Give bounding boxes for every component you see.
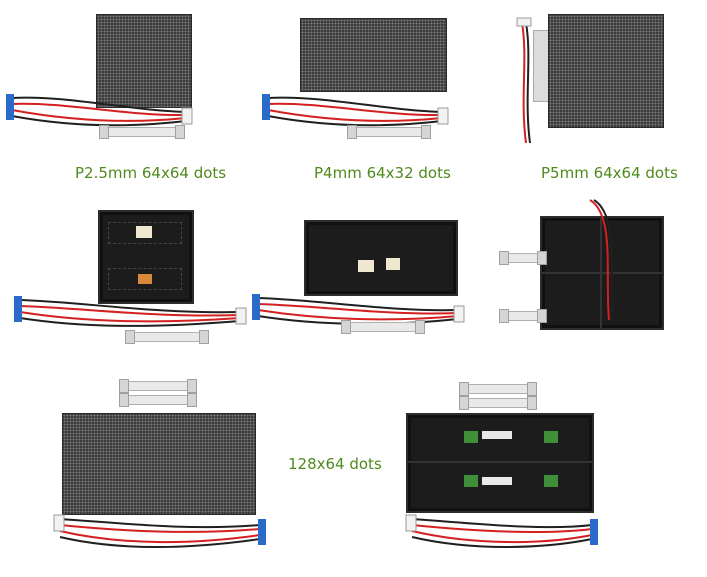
led-panel-p25-front <box>96 14 192 108</box>
ic-row <box>108 222 182 244</box>
ribbon-on-board <box>482 431 512 439</box>
led-panel-p5-front <box>548 14 664 128</box>
ribbon-on-board <box>482 477 512 485</box>
ribbon-cable-p4 <box>347 125 431 139</box>
caption-p25: P2.5mm 64x64 dots <box>75 164 227 182</box>
connector-block <box>464 475 478 487</box>
connector-block <box>464 431 478 443</box>
caption-p4: P4mm 64x32 dots <box>314 164 451 182</box>
ribbon-cable-pcb-p25 <box>125 330 209 344</box>
power-cable-p25 <box>6 94 193 127</box>
ribbon-cable-pcb-p5-top <box>499 251 547 265</box>
connector-block <box>358 260 374 272</box>
ribbon-cable-big-3 <box>459 382 537 396</box>
board-divider <box>542 272 662 274</box>
connector-block <box>386 258 400 270</box>
ribbon-cable-big-4 <box>459 396 537 410</box>
board-divider <box>408 461 592 463</box>
power-cable-pcb-p5 <box>589 199 614 321</box>
caption-128x64: 128x64 dots <box>288 455 382 473</box>
power-cable-big-back <box>405 514 598 548</box>
power-cable-p5 <box>516 17 532 144</box>
led-panel-p4-front <box>300 18 447 92</box>
ribbon-cable-pcb-p4 <box>341 320 425 334</box>
power-cable-pcb-p4 <box>252 294 465 325</box>
ribbon-cable-big-2 <box>119 393 197 407</box>
connector-block <box>544 475 558 487</box>
pcb-back-p25 <box>98 210 194 304</box>
pcb-back-128x64 <box>406 413 594 513</box>
pcb-back-p5 <box>540 216 664 330</box>
power-cable-big-front <box>53 514 266 548</box>
power-cable-pcb-p25 <box>14 296 247 327</box>
connector-block <box>136 226 152 238</box>
connector-block <box>544 431 558 443</box>
led-panel-128x64-front <box>62 413 256 515</box>
ribbon-cable-big-1 <box>119 379 197 393</box>
power-cable-p4 <box>262 94 449 127</box>
pcb-back-p4 <box>304 220 458 296</box>
ribbon-cable-p25 <box>99 125 185 139</box>
ribbon-cable-pcb-p5-bottom <box>499 309 547 323</box>
caption-p5: P5mm 64x64 dots <box>541 164 678 182</box>
ic-row <box>108 268 182 290</box>
connector-block <box>138 274 152 284</box>
